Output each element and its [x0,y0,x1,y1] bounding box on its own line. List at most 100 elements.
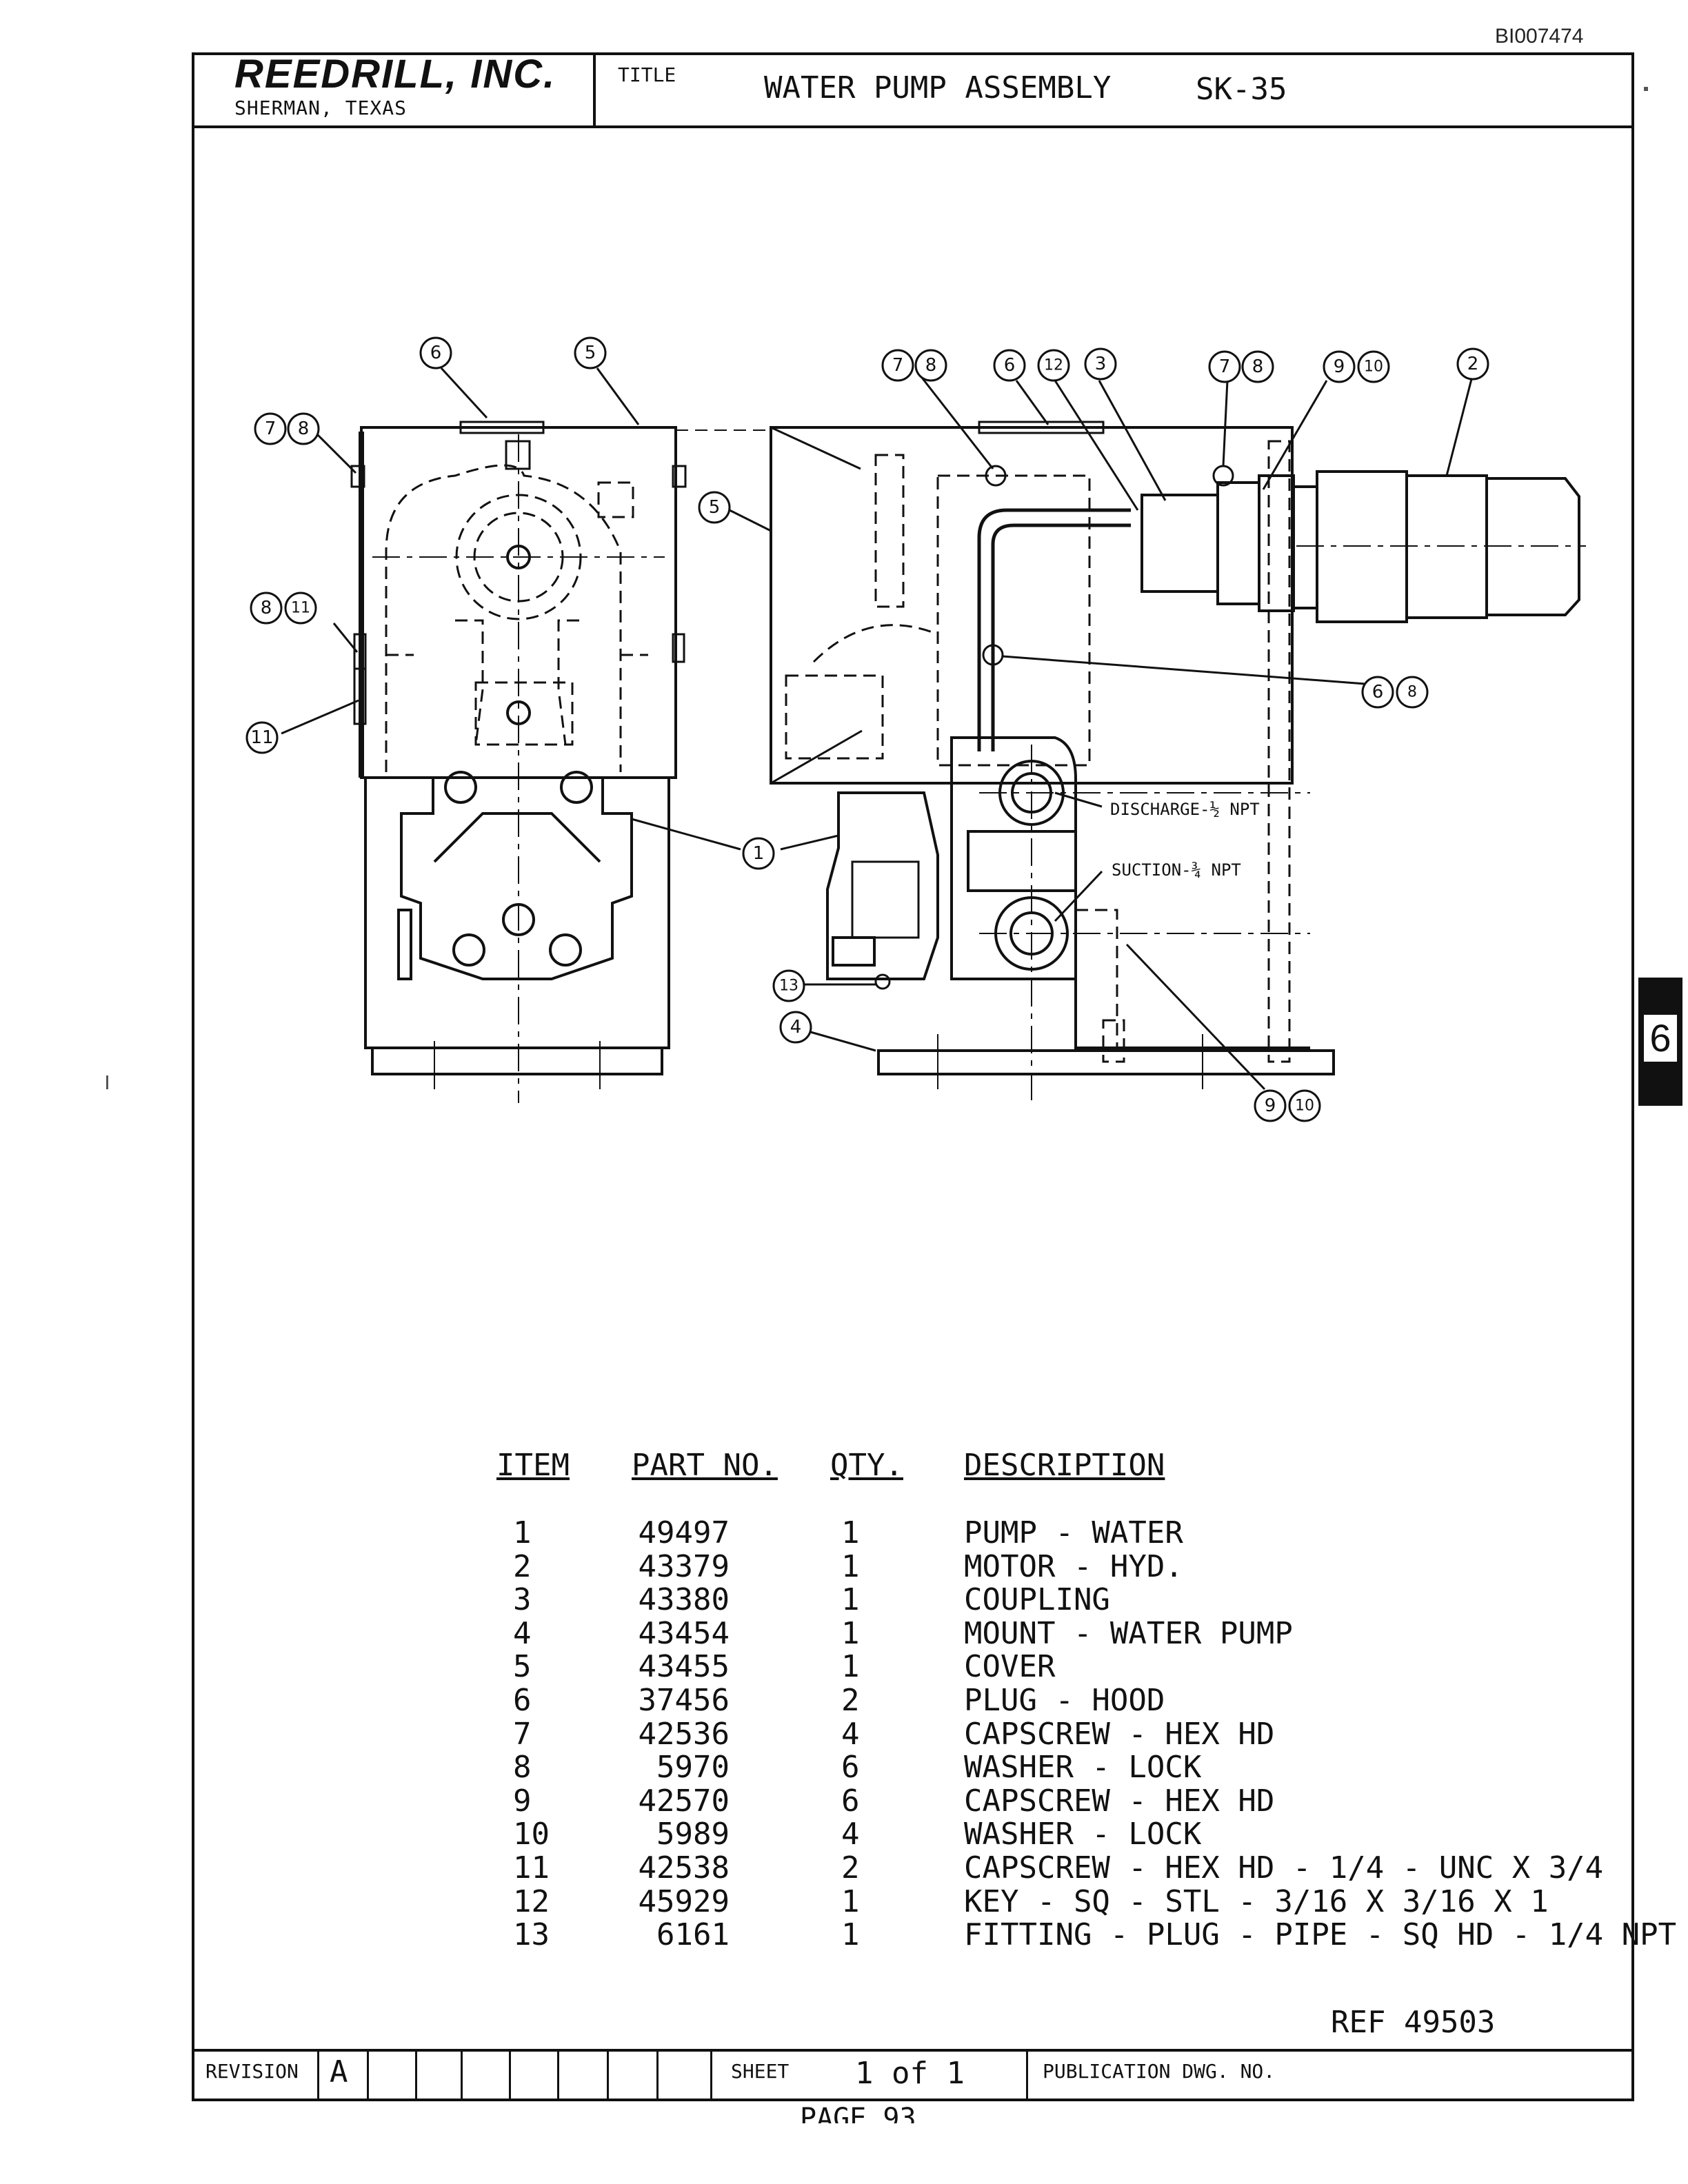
callout-8c [1241,350,1274,383]
side-view-bolts [874,465,1234,990]
callout-num: 7 [892,355,904,376]
item-number: 10 [513,1817,550,1852]
suction-label: SUCTION-¾ NPT [1112,860,1241,880]
side-view-hose [977,508,1131,751]
page-number: PAGE 93 [800,2103,916,2123]
callout-3 [1084,347,1117,381]
part-number: 45929 [638,1883,730,1919]
rev-divider [557,2049,559,2101]
callout-num: 6 [430,343,442,363]
title-label: TITLE [618,63,676,86]
callout-num: 12 [1044,357,1063,374]
callout-num: 9 [1334,356,1345,377]
rev-divider [367,2049,369,2101]
header-qty: QTY. [830,1448,903,1483]
front-view-hidden-lines [385,464,648,772]
callout-num: 8 [298,418,310,439]
part-number: 43380 [638,1582,730,1618]
callout-13 [772,969,805,1002]
hydraulic-motor [1292,470,1586,623]
callout-num: 6 [1004,355,1016,376]
callout-10a [1357,350,1390,383]
side-view-pump [826,736,1310,1103]
callout-7b [881,349,914,382]
callout-11b [1396,676,1429,709]
quantity: 1 [841,1515,860,1550]
callout-6a [419,336,452,370]
callout-num: 5 [709,497,721,518]
callout-8d [250,592,283,625]
callout-num: 13 [779,978,798,995]
quantity: 1 [841,1883,860,1919]
callout-8e [1361,676,1394,709]
quantity: 1 [841,1649,860,1685]
quantity: 6 [841,1783,860,1819]
callout-5a [574,336,607,370]
description: WASHER - LOCK [964,1750,1202,1786]
item-number: 4 [513,1615,532,1651]
callout-num: 2 [1467,354,1479,374]
part-number: 37456 [638,1683,730,1718]
rev-divider [461,2049,463,2101]
part-number: 49497 [638,1515,730,1550]
port-labels: DISCHARGE-½ NPT SUCTION-¾ NPT [1110,800,1260,880]
quantity: 4 [841,1817,860,1852]
item-number: 8 [513,1750,532,1786]
description: CAPSCREW - HEX HD - 1/4 - UNC X 3/4 [964,1850,1604,1885]
callout-6b [993,349,1026,382]
callout-num: 8 [1252,356,1264,377]
description: KEY - SQ - STL - 3/16 X 3/16 X 1 [964,1883,1549,1919]
callout-num: 6 [1372,682,1384,702]
callout-num: 11 [250,727,273,748]
callout-numbers: 6 5 7 8 7 8 6 12 3 7 8 9 10 2 5 8 11 6 8… [250,343,1478,1116]
drawing-title: WATER PUMP ASSEMBLY [764,70,1112,105]
description: PUMP - WATER [964,1515,1183,1550]
reference-number: REF 49503 [1331,2005,1496,2040]
callout-num: 8 [261,598,272,618]
quantity: 1 [841,1582,860,1618]
item-number: 1 [513,1515,532,1550]
callout-num: 10 [1295,1098,1314,1115]
callout-7a [254,412,287,445]
revision-block [192,2049,1634,2101]
callout-num: 7 [1219,356,1231,377]
discharge-label: DISCHARGE-½ NPT [1110,800,1260,819]
callout-balloons [245,336,1489,1122]
rev-divider [656,2049,659,2101]
quantity: 6 [841,1750,860,1786]
callout-12 [1037,349,1070,382]
callout-2 [1456,347,1489,381]
front-view-mount [364,778,670,1089]
revision-label: REVISION [205,2060,299,2083]
drawing-frame [192,52,1634,2101]
part-number: 43379 [638,1548,730,1584]
callout-9a [1323,350,1356,383]
section-tab-number: 6 [1644,1015,1677,1062]
item-number: 6 [513,1683,532,1718]
part-number: 43455 [638,1649,730,1685]
description: CAPSCREW - HEX HD [964,1783,1275,1819]
rev-divider [509,2049,511,2101]
part-number: 42536 [638,1716,730,1752]
description: COVER [964,1649,1056,1685]
description: PLUG - HOOD [964,1683,1165,1718]
company-name: REEDRILL, INC. [234,52,556,97]
part-number: 6161 [656,1917,730,1953]
callout-7c [1208,350,1241,383]
callout-5b [698,491,731,524]
callout-num: 8 [1407,684,1417,701]
item-number: 3 [513,1582,532,1618]
callout-10b [1288,1089,1321,1122]
quantity: 1 [841,1548,860,1584]
callout-1 [742,837,775,870]
callout-num: 4 [790,1017,802,1038]
callout-8b [914,349,947,382]
quantity: 1 [841,1917,860,1953]
item-number: 5 [513,1649,532,1685]
callout-4 [779,1011,812,1044]
item-number: 12 [513,1883,550,1919]
header-part-no: PART NO. [632,1448,778,1483]
callout-num: 8 [925,355,937,376]
description: MOUNT - WATER PUMP [964,1615,1293,1651]
callout-num: 5 [585,343,596,363]
